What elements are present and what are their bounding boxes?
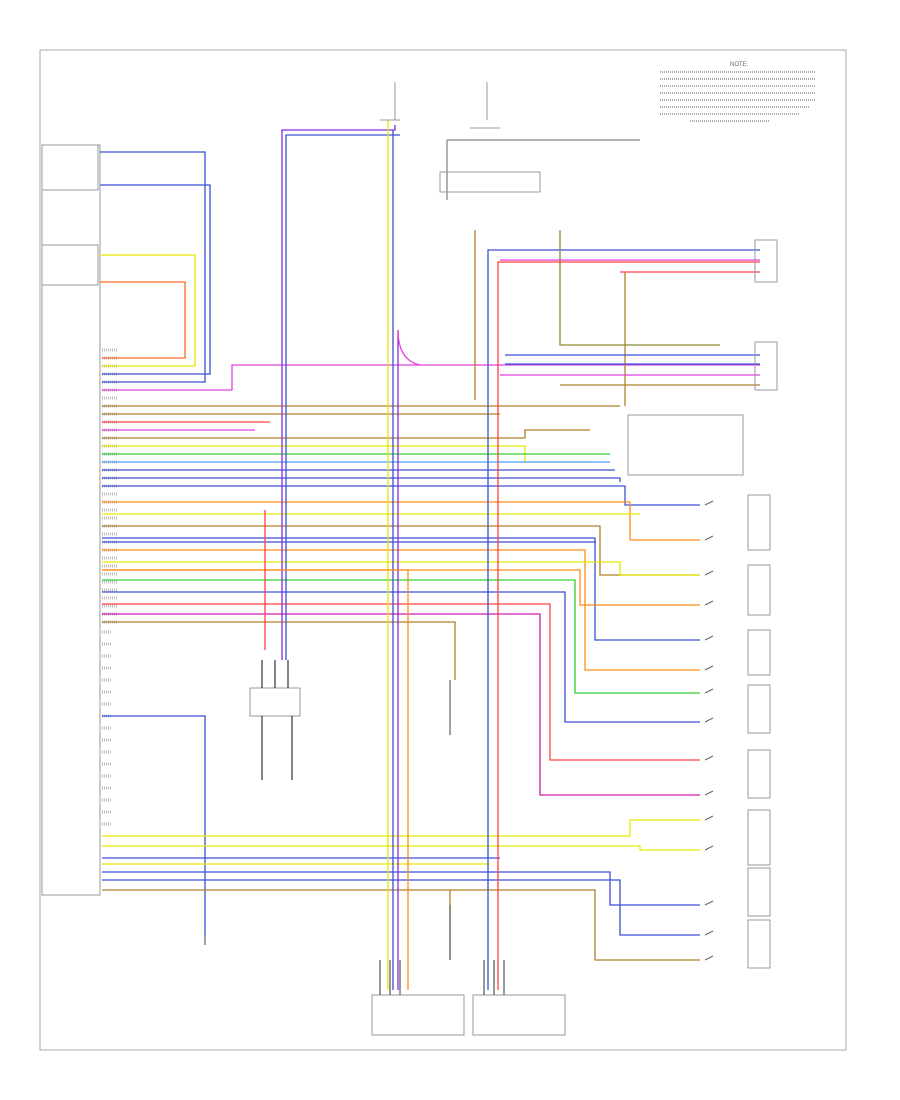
center-module-pins	[261, 660, 293, 780]
bottom-module-pins	[379, 960, 505, 995]
ecu-sensor-box-2	[41, 244, 99, 286]
power-feed-top	[380, 82, 541, 193]
component-box-3	[627, 414, 744, 476]
diagram-frame	[39, 49, 847, 1051]
bottom-module-left	[371, 994, 465, 1036]
note-title: NOTE:	[730, 62, 749, 68]
switch-symbols	[704, 500, 714, 961]
component-box-9	[747, 809, 771, 866]
component-box-4	[747, 494, 771, 551]
component-box-5	[747, 564, 771, 616]
ground-symbols	[204, 680, 451, 960]
note-lines	[660, 71, 815, 122]
wire-group-vertical	[102, 120, 760, 990]
center-module	[249, 687, 301, 717]
right-components	[627, 239, 778, 969]
ecu-sensor-box-1	[41, 144, 99, 191]
component-box-8	[747, 749, 771, 799]
component-box-6	[747, 629, 771, 676]
component-box-2	[754, 341, 778, 391]
bottom-module-right	[472, 994, 566, 1036]
component-box-7	[747, 684, 771, 734]
ecu-block	[41, 144, 101, 896]
wire-group-ecu	[100, 151, 760, 961]
ecu-pin-labels	[102, 348, 118, 826]
component-box-1	[754, 239, 778, 283]
component-box-11	[747, 919, 771, 969]
component-box-10	[747, 867, 771, 917]
